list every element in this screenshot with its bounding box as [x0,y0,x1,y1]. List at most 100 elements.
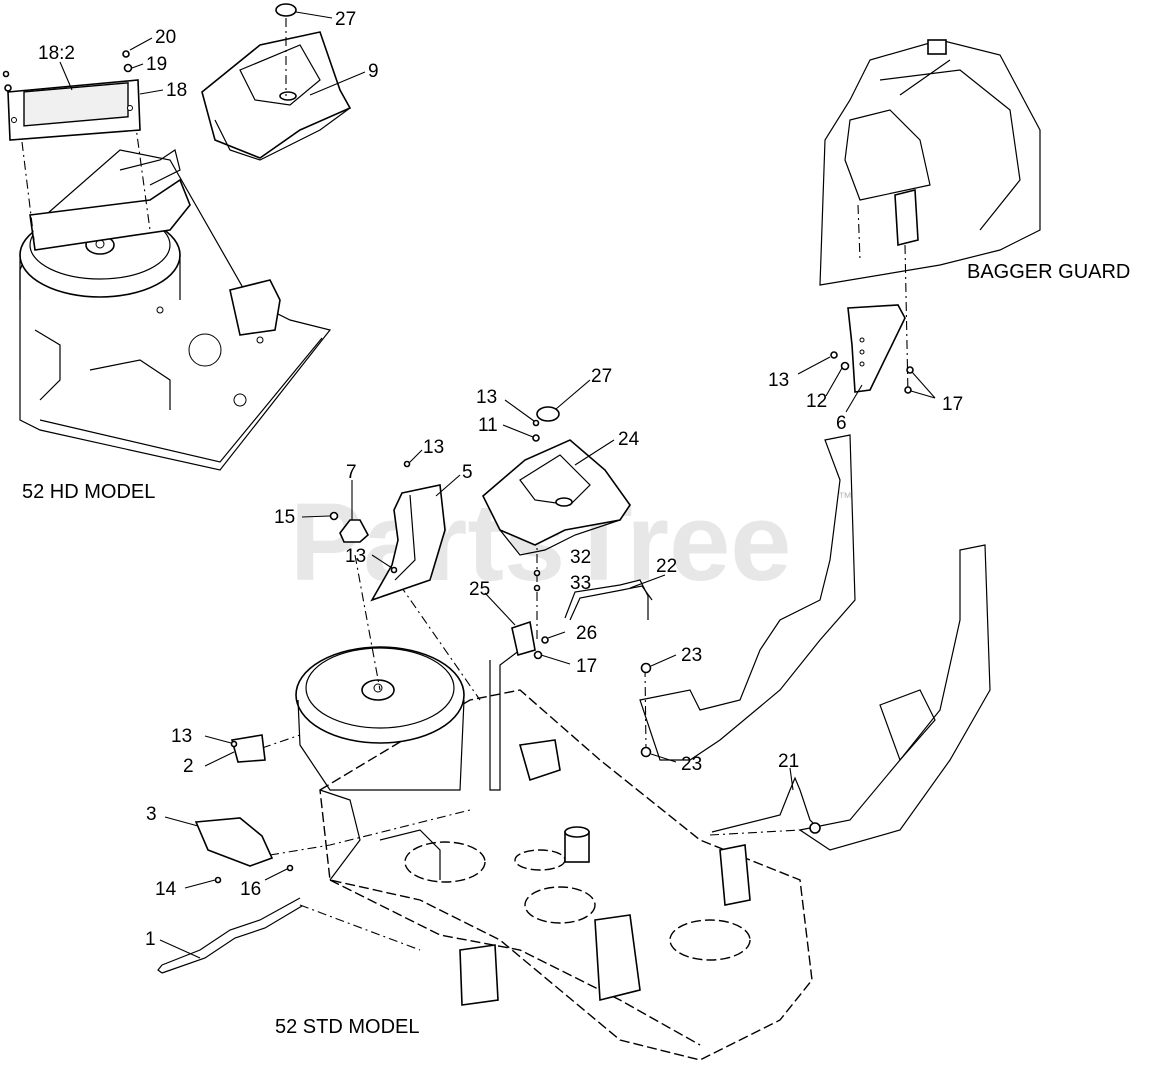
part-3-guard [194,817,274,867]
callout-17-bg: 17 [942,394,963,415]
callout-17-mid: 17 [576,656,597,677]
std-model-assembly [157,406,991,1061]
part-26-pin [541,636,549,644]
hd-left-frame [34,329,171,410]
part-6-hole-2 [859,349,865,355]
part-13-a-bolt [532,419,540,427]
part-17-bg-nut-2 [904,386,912,394]
bagger-chute-outline [819,39,1041,286]
caption-bagger-guard: BAGGER GUARD [967,261,1130,283]
watermark-trademark: ™ [838,489,852,505]
part-25-rod [489,649,521,791]
callout-6: 6 [836,413,847,434]
part-22-rod [564,579,649,620]
leader-11 [502,424,534,438]
callout-27-mid: 27 [591,366,612,387]
bagger-guard-assembly [819,39,1041,396]
callout-32: 32 [570,547,591,568]
part-6-bracket [847,304,906,393]
callout-15: 15 [274,507,295,528]
callout-14: 14 [155,879,177,900]
callout-5: 5 [462,462,473,483]
callout-26: 26 [576,623,597,644]
part-9-ridge [239,44,321,106]
leader-9 [309,71,366,96]
callout-12: 12 [806,391,827,412]
leader-27-top [295,11,333,19]
part-14-pin [214,876,222,884]
leader-19 [131,63,144,69]
part-27-top-knob [275,3,297,17]
part-13-c-bolt [390,566,398,574]
std-right-frame-mid [879,689,936,762]
callout-25: 25 [469,579,490,600]
std-left-bracket [319,789,441,881]
callout-23-b: 23 [681,754,702,775]
std-spindle-bolt [373,683,383,693]
std-deck-front [329,879,701,1046]
part-5-fold [394,494,416,581]
std-right-bracket [719,844,751,906]
leader-lines [59,11,936,959]
std-explode-2 [261,734,301,749]
leader-18 [139,89,164,95]
leader-6 [845,384,863,413]
part-12-washer [840,361,850,371]
hd-deck-outline [19,149,332,471]
part-1-bar [161,897,303,974]
part-17-mid-nut [533,650,543,660]
part-22-rod-2 [569,585,653,621]
part-24-ridge [519,454,591,506]
callout-18-2: 18:2 [38,43,75,64]
part-24-skirt [499,519,621,556]
leader-12 [825,367,843,397]
callout-19: 19 [146,54,167,75]
std-explode-deflector [399,584,481,701]
hd-side-bracket [229,279,281,336]
bagger-explode-line-2 [857,204,861,261]
caption-hd-model: 52 HD MODEL [22,481,155,503]
callout-3: 3 [146,804,157,825]
std-right-frame-upper [639,434,856,761]
hd-deck-hole-4 [256,336,264,344]
std-explode-23 [644,667,647,751]
hd-model-assembly [2,50,332,471]
callout-9: 9 [368,61,379,82]
leader-22 [629,574,666,589]
leader-17-bg-2 [910,390,936,399]
leader-13-a [504,399,535,422]
part-25-bracket [511,620,536,657]
part-5-deflector [370,484,446,602]
part-23-nut-b [640,746,652,758]
std-deck-hole-right [669,919,751,961]
hd-left-washer [4,84,12,92]
callout-13-a: 13 [476,387,497,408]
hd-chute-housing [29,178,191,251]
callout-18: 18 [166,80,187,101]
hd-deck-hole-1 [188,333,222,367]
part-21-rod [711,776,821,833]
leader-17-mid [540,654,571,665]
part-9-skirt [214,107,351,161]
part-2-clip [230,734,266,763]
leader-18-2 [59,61,73,91]
hd-spindle-side [19,255,181,300]
callout-13-bg: 13 [768,370,789,391]
callouts: 20 18:2 19 18 27 9 13 12 6 17 13 11 27 2… [38,9,963,950]
callout-24: 24 [618,429,640,450]
leader-1 [159,939,201,959]
std-deck-outline [319,689,813,1061]
leader-13-bg [797,356,831,375]
leader-5 [435,474,461,497]
std-front-bracket [594,914,641,1002]
leader-26 [547,631,566,639]
bagger-explode-line-1 [904,244,909,396]
hd-part-18-label [23,82,129,127]
leader-3 [164,816,199,827]
part-9-deflector [201,3,352,161]
bagger-side-bracket [894,188,919,247]
callout-13-d: 13 [171,726,192,747]
callout-16: 16 [240,879,261,900]
part-24-hub [555,497,573,507]
part-23-nut-a [640,662,652,674]
